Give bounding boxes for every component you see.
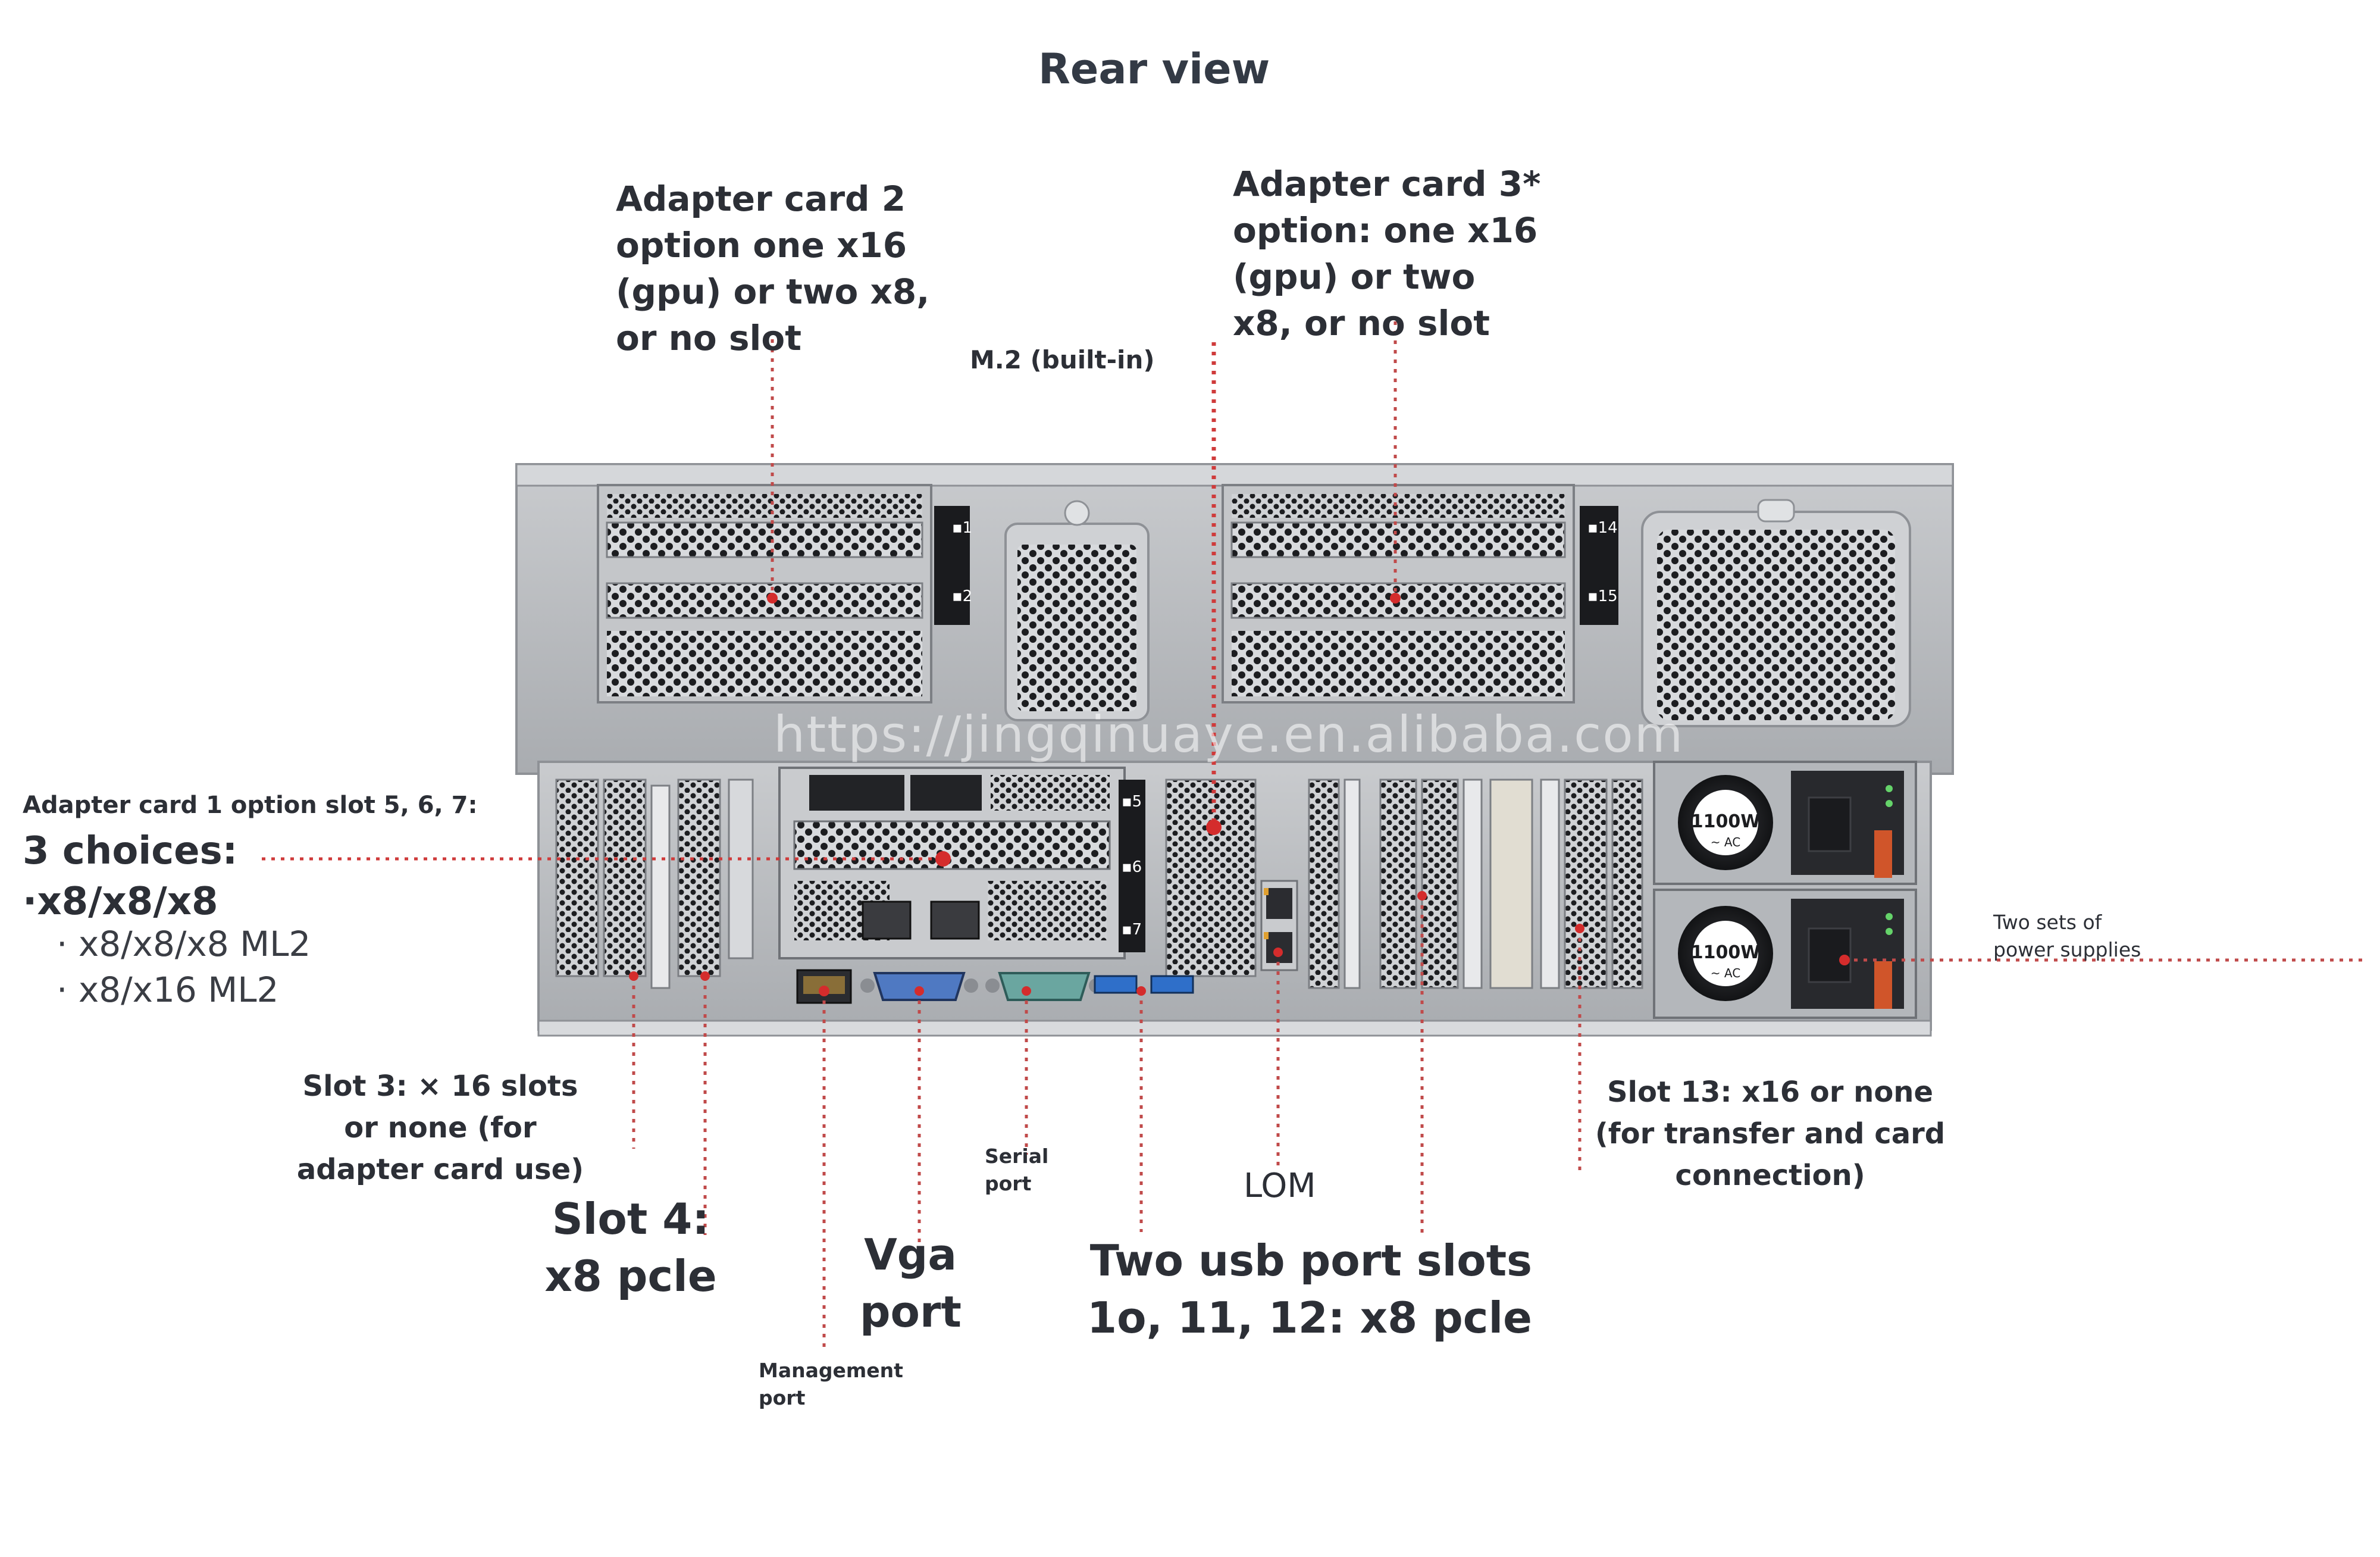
- psu-rating-1: 1100W: [1691, 811, 1761, 832]
- left-center-vent: [1004, 500, 1150, 721]
- page-title: Rear view: [1038, 45, 1270, 93]
- adapter-card-3-riser: [1222, 484, 1618, 704]
- slot-number-6: ▪6: [1122, 858, 1142, 876]
- slot-number-7: ▪7: [1122, 921, 1142, 939]
- label-adapter-card-1-option-1: ·x8/x8/x8: [23, 880, 218, 924]
- adapter-card-1-module: [778, 767, 1145, 959]
- slot-number-1: ▪1: [952, 519, 972, 537]
- psu-sub-2: ~ AC: [1711, 966, 1740, 980]
- label-adapter-card-3: Adapter card 3* option: one x16 (gpu) or…: [1233, 164, 1541, 343]
- lower-chassis: ▪5 ▪6 ▪7: [537, 761, 1932, 1037]
- right-large-vent: [1641, 499, 1911, 727]
- label-m2: M.2 (built-in): [970, 345, 1155, 374]
- label-adapter-card-1-choices: 3 choices:: [23, 829, 238, 873]
- label-vga-port: Vga port: [860, 1230, 962, 1337]
- label-management-port: Management port: [759, 1359, 903, 1409]
- slot-number-5: ▪5: [1122, 793, 1142, 811]
- leader-lines: [262, 321, 2365, 1351]
- adapter-card-2-riser: [597, 484, 970, 704]
- label-usb-slots: Two usb port slots 1o, 11, 12: x8 pcle: [1087, 1236, 1532, 1343]
- slot-number-15: ▪15: [1587, 587, 1618, 605]
- label-adapter-card-1-option-3: · x8/x16 ML2: [57, 970, 279, 1010]
- label-adapter-card-1-option-2: · x8/x8/x8 ML2: [57, 924, 311, 964]
- watermark: https://jingqinuaye.en.alibaba.com: [774, 705, 1684, 764]
- power-supply-1: [1653, 761, 1917, 885]
- label-slot-4: Slot 4: x8 pcle: [544, 1194, 717, 1301]
- leader-dots: [629, 593, 1850, 996]
- slot-number-14: ▪14: [1587, 519, 1618, 537]
- psu-sub-1: ~ AC: [1711, 835, 1740, 849]
- center-vent: [1165, 778, 1257, 977]
- label-adapter-card-1-heading: Adapter card 1 option slot 5, 6, 7:: [23, 792, 478, 819]
- label-slot-3: Slot 3: × 16 slots or none (for adapter …: [296, 1070, 584, 1186]
- pcie-slots-right: [1308, 778, 1643, 989]
- label-serial-port: Serial port: [985, 1145, 1049, 1195]
- slot-number-2: ▪2: [952, 587, 972, 605]
- usb-ports: [1094, 975, 1194, 994]
- power-supply-2: [1653, 889, 1917, 1019]
- label-lom: LOM: [1244, 1167, 1316, 1205]
- label-slot-13: Slot 13: x16 or none (for transfer and c…: [1595, 1075, 1946, 1192]
- upper-chassis: ▪1 ▪2 ▪14 ▪15: [515, 463, 1954, 775]
- label-adapter-card-2: Adapter card 2 option one x16 (gpu) or t…: [616, 179, 930, 358]
- psu-rating-2: 1100W: [1691, 942, 1761, 963]
- label-power-supplies: Two sets of power supplies: [1993, 911, 2141, 961]
